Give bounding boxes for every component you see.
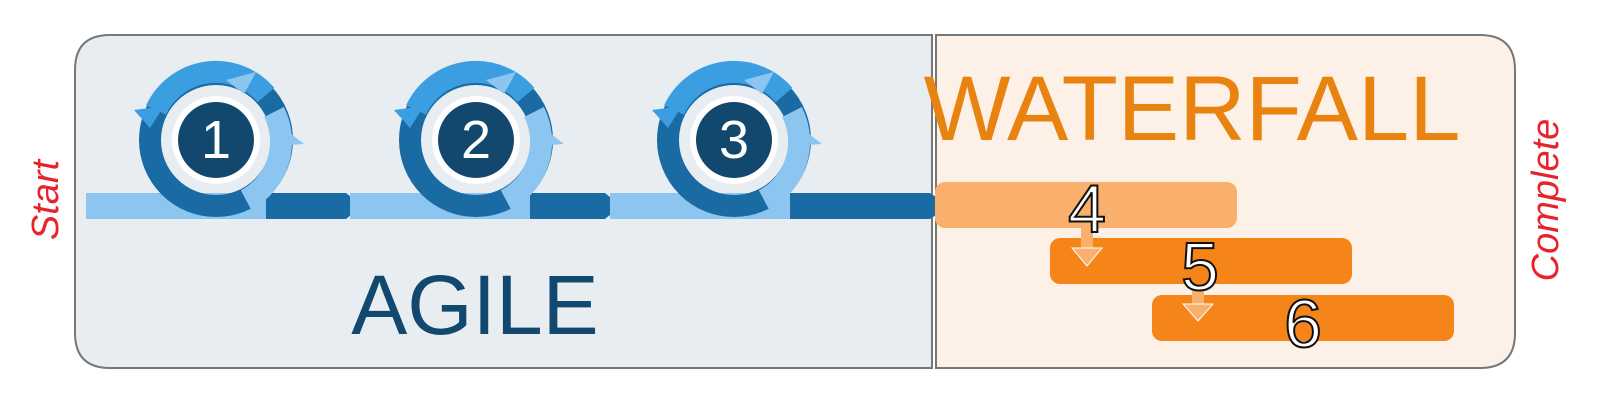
cascade-arrow-5-to-6: [1181, 284, 1215, 322]
cascade-arrow-4-to-5: [1070, 228, 1104, 267]
cycle-arc-light: [664, 60, 793, 116]
cycle-arrowhead: [534, 130, 564, 146]
timeline-segment-dark: [266, 193, 362, 219]
iteration-cycle-2: 2: [394, 60, 564, 217]
timeline-segment-dark: [790, 193, 950, 219]
iteration-cycle-1: 1: [134, 60, 304, 217]
cycle-number-disc: [696, 102, 772, 178]
timeline-segment-dark: [530, 193, 621, 219]
agile-label: AGILE: [351, 258, 598, 352]
waterfall-phase-bar-4: [935, 182, 1237, 228]
cycle-arc-pale: [758, 107, 811, 210]
cycle-arc-light: [146, 60, 275, 116]
waterfall-number-6: 6: [1284, 286, 1322, 362]
waterfall-label: WATERFALL: [924, 58, 1461, 160]
waterfall-phase-bar-6: [1152, 295, 1454, 341]
iteration-number: 1: [201, 110, 231, 170]
waterfall-number-5: 5: [1181, 229, 1219, 305]
cycle-arrowhead: [792, 130, 822, 146]
cycle-arrowhead: [744, 72, 774, 94]
cycle-arc-pale: [240, 107, 293, 210]
cycle-arrowhead: [652, 106, 682, 128]
cycle-arrowhead: [486, 72, 516, 94]
iteration-cycle-3: 3: [652, 60, 822, 217]
cycle-arrowhead: [134, 106, 164, 128]
complete-label: Complete: [1525, 119, 1567, 282]
waterfall-number-4: 4: [1068, 171, 1106, 247]
cycle-arc-light: [406, 60, 535, 116]
iteration-number: 2: [461, 110, 491, 170]
cycle-arc-pale: [500, 107, 553, 210]
cycle-number-disc: [438, 102, 514, 178]
cycle-number-disc: [178, 102, 254, 178]
start-label: Start: [25, 158, 67, 240]
cycle-arrowhead: [274, 130, 304, 146]
waterfall-phase-bar-5: [1050, 238, 1352, 284]
cycle-arrowhead: [226, 72, 256, 94]
iteration-number: 3: [719, 110, 749, 170]
cycle-arrowhead: [394, 106, 424, 128]
